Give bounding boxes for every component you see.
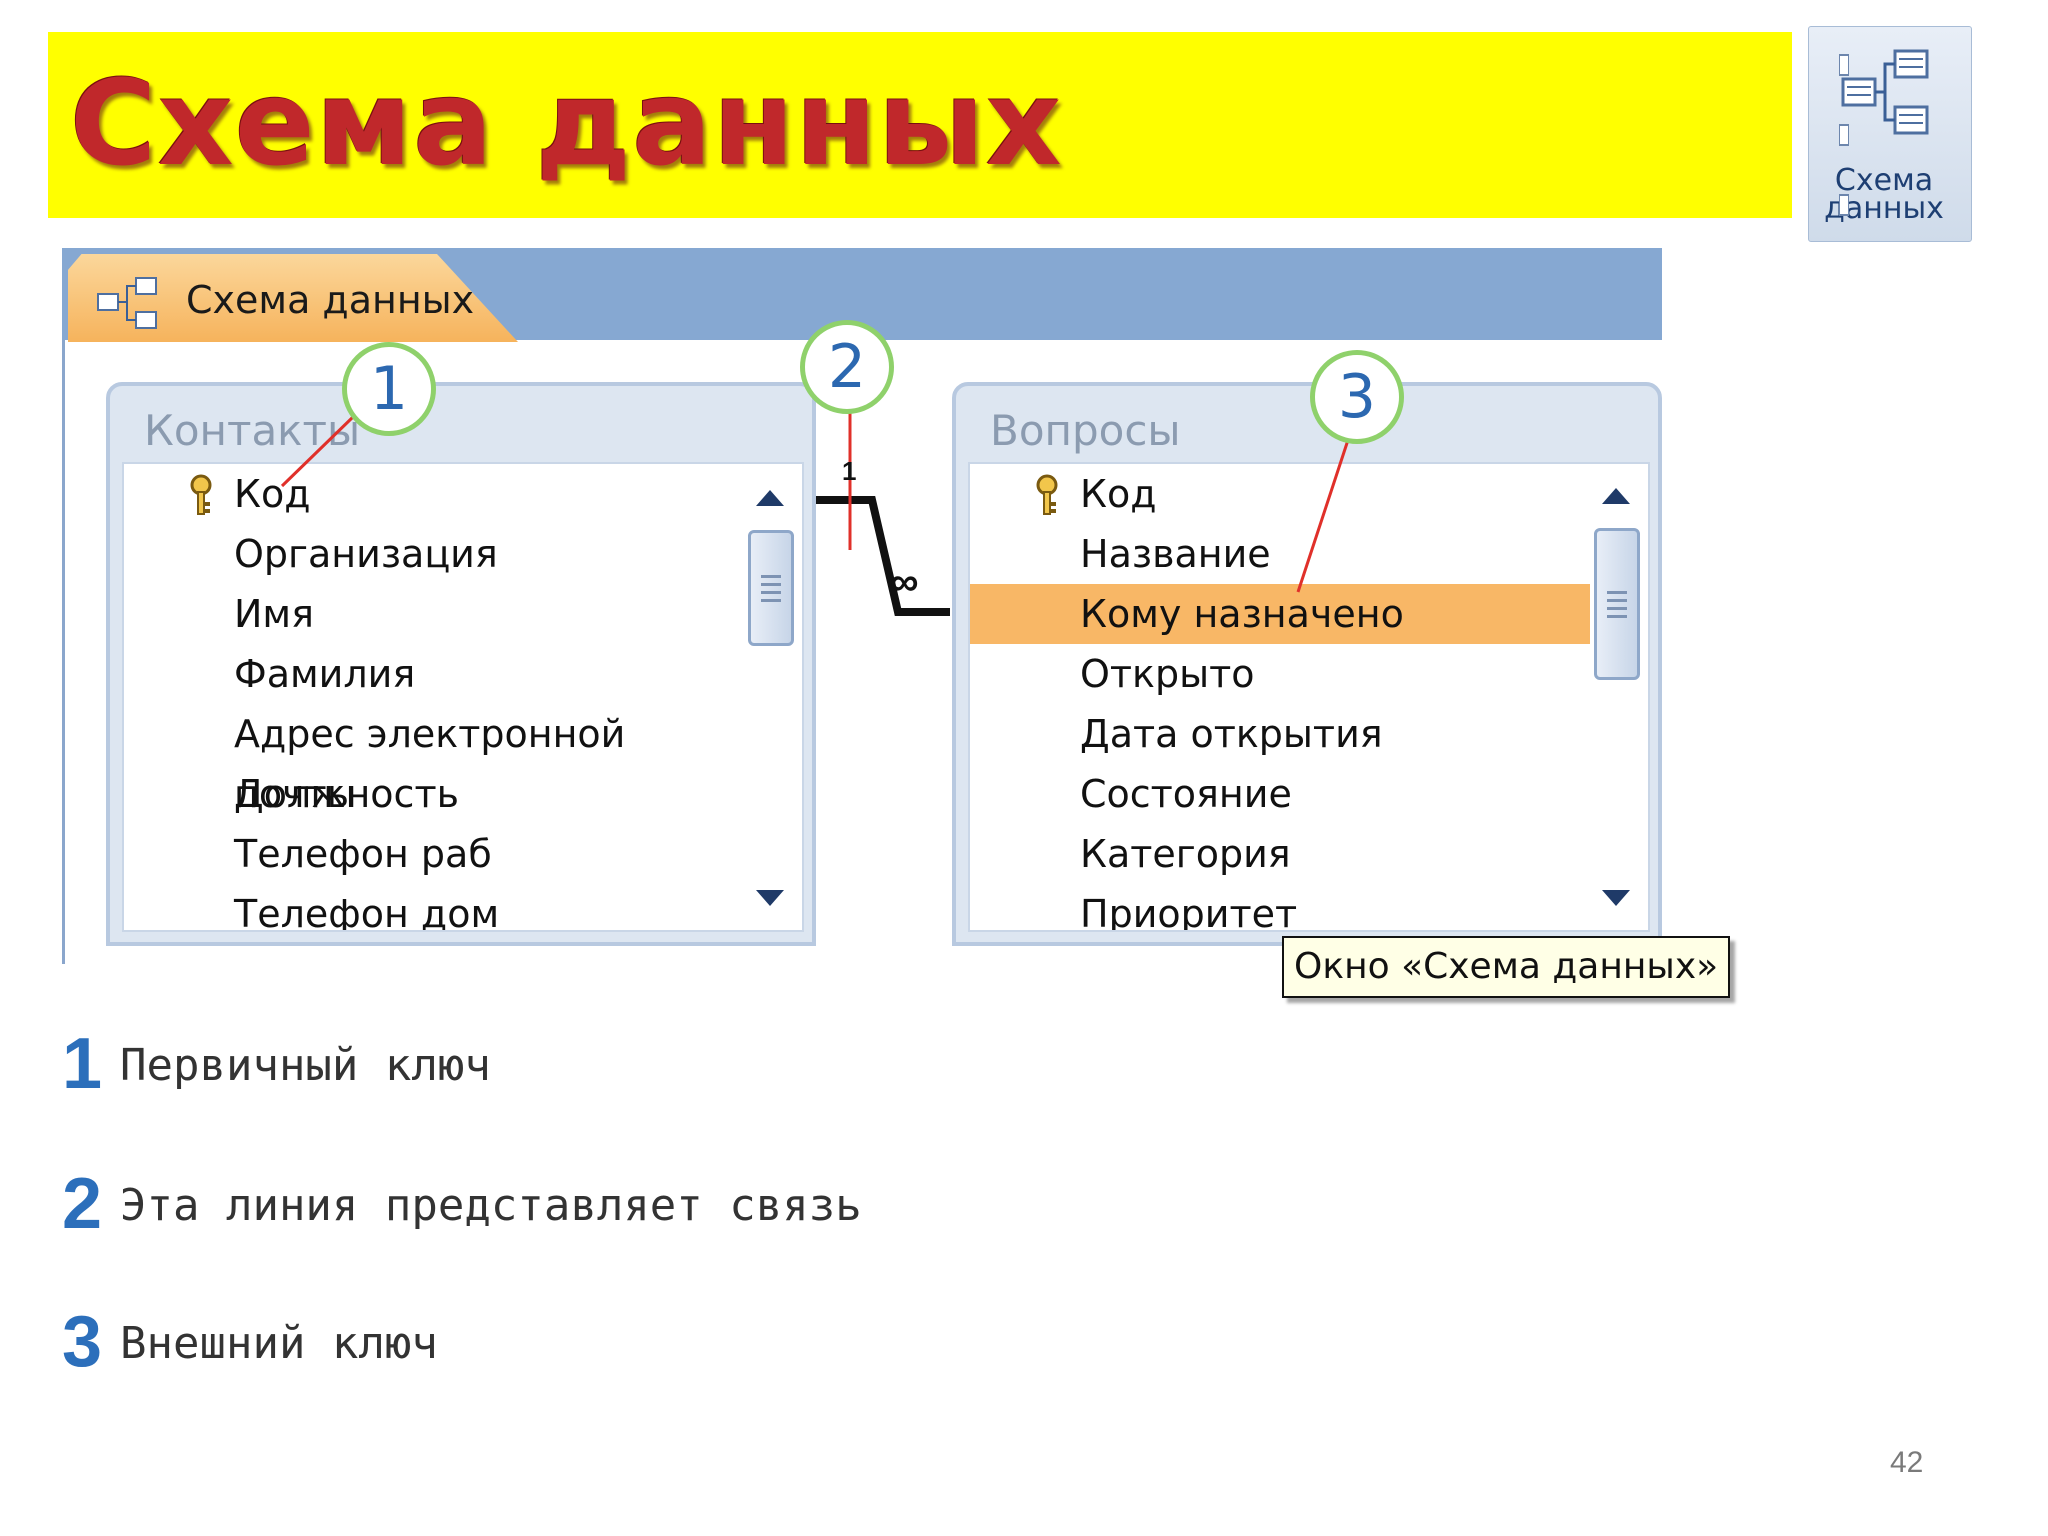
relationships-window: Схема данных Контакты Код Организация Им…	[62, 248, 1662, 964]
table-title-issues: Вопросы	[990, 406, 1181, 455]
field-name: Категория	[1080, 832, 1291, 876]
scroll-down-arrow-icon[interactable]	[1600, 888, 1632, 908]
relationship-one-label: 1	[842, 456, 857, 486]
slide-title: Схема данных	[70, 54, 1063, 192]
field-row[interactable]: Имя	[124, 584, 744, 644]
scroll-thumb[interactable]	[748, 530, 794, 646]
legend-number: 1	[62, 1024, 103, 1104]
window-tooltip: Окно «Схема данных»	[1282, 936, 1731, 998]
callout-2: 2	[800, 320, 894, 414]
field-name: Телефон дом	[234, 892, 500, 932]
field-row[interactable]: Телефон дом	[124, 884, 744, 932]
table-contacts[interactable]: Контакты Код Организация Имя Фамилия Адр…	[106, 382, 816, 946]
field-name: Имя	[234, 592, 314, 636]
legend-text: Эта линия представляет связь	[120, 1180, 862, 1231]
field-row[interactable]: Код	[970, 464, 1590, 524]
field-name: Должность	[234, 772, 459, 816]
field-row-selected[interactable]: Кому назначено	[970, 584, 1590, 644]
field-list-issues: Код Название Кому назначено Открыто Дата…	[968, 462, 1650, 932]
scroll-up-arrow-icon[interactable]	[1600, 486, 1632, 506]
scroll-thumb[interactable]	[1594, 528, 1640, 680]
field-row[interactable]: Открыто	[970, 644, 1590, 704]
relationships-icon	[97, 277, 157, 329]
vertical-scrollbar[interactable]	[742, 468, 798, 924]
field-row[interactable]: Состояние	[970, 764, 1590, 824]
page-number: 42	[1890, 1446, 1924, 1479]
callout-leader-3	[1296, 439, 1350, 593]
field-name: Код	[234, 472, 311, 516]
legend-number: 3	[62, 1302, 103, 1382]
field-row[interactable]: Название	[970, 524, 1590, 584]
tab-relationships[interactable]: Схема данных	[68, 254, 518, 342]
field-row[interactable]: Телефон раб	[124, 824, 744, 884]
field-list-contacts: Код Организация Имя Фамилия Адрес электр…	[122, 462, 804, 932]
window-left-edge	[62, 340, 65, 964]
scroll-down-arrow-icon[interactable]	[754, 888, 786, 908]
field-row[interactable]: Дата открытия	[970, 704, 1590, 764]
field-row[interactable]: Код	[124, 464, 744, 524]
scroll-up-arrow-icon[interactable]	[754, 488, 786, 508]
table-issues[interactable]: Вопросы Код Название Кому назначено Откр…	[952, 382, 1662, 946]
field-name: Телефон раб	[234, 832, 492, 876]
field-row[interactable]: Организация	[124, 524, 744, 584]
relationships-icon	[1841, 49, 1929, 135]
legend-number: 2	[62, 1164, 103, 1244]
field-name: Название	[1080, 532, 1271, 576]
field-name: Фамилия	[234, 652, 416, 696]
callout-leader-1	[280, 414, 356, 488]
tab-label: Схема данных	[186, 278, 475, 322]
field-row[interactable]: Приоритет	[970, 884, 1590, 932]
field-name: Кому назначено	[1080, 592, 1404, 636]
field-name: Дата открытия	[1080, 712, 1383, 756]
field-row[interactable]: Должность	[124, 764, 744, 824]
relationship-many-label: ∞	[890, 560, 919, 604]
field-name: Код	[1080, 472, 1157, 516]
field-name: Открыто	[1080, 652, 1255, 696]
relationships-ribbon-button[interactable]: Схема данных	[1808, 26, 1972, 242]
field-name: Организация	[234, 532, 498, 576]
ribbon-side-icons	[1839, 54, 1849, 216]
field-row[interactable]: Фамилия	[124, 644, 744, 704]
callout-1: 1	[342, 342, 436, 436]
key-icon	[1036, 474, 1058, 515]
title-banner	[48, 32, 1792, 218]
field-name: Приоритет	[1080, 892, 1298, 932]
legend-text: Внешний ключ	[120, 1318, 438, 1369]
field-row[interactable]: Адрес электронной почты	[124, 704, 744, 816]
field-name: Состояние	[1080, 772, 1292, 816]
field-row[interactable]: Категория	[970, 824, 1590, 884]
legend-text: Первичный ключ	[120, 1040, 491, 1091]
callout-3: 3	[1310, 350, 1404, 444]
relationship-line	[816, 496, 950, 616]
vertical-scrollbar[interactable]	[1588, 468, 1644, 924]
key-icon	[190, 474, 212, 515]
field-name: Адрес электронной почты	[234, 712, 626, 816]
